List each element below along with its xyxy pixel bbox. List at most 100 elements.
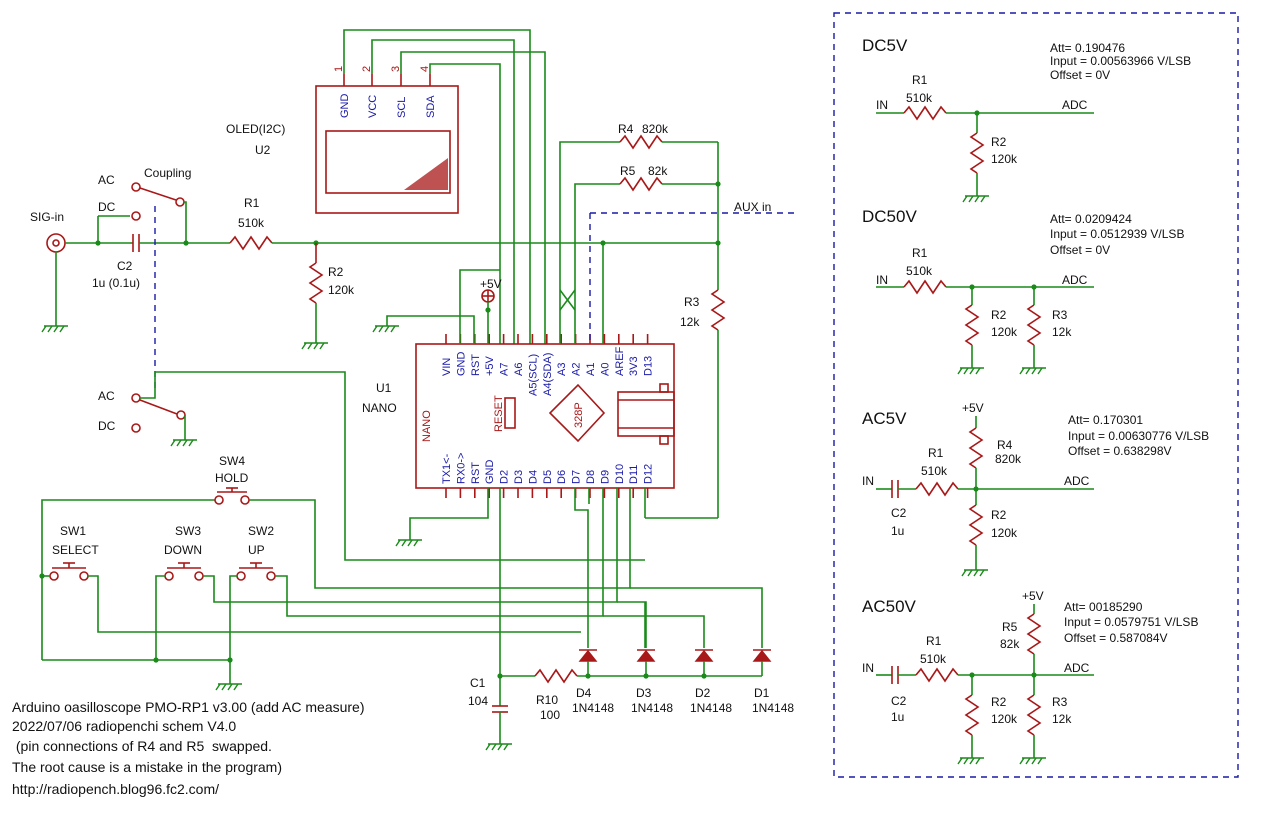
r1-ref: R1 [244, 196, 260, 210]
d1-ref: D1 [754, 686, 770, 700]
panel-dc50v-input: Input = 0.0512939 V/LSB [1050, 227, 1184, 241]
sw-dc-label: DC [98, 419, 116, 433]
sw-ac-label: AC [98, 389, 115, 403]
oled-pin-num-1: 1 [333, 66, 345, 72]
nano-top-pin-label: 3V3 [628, 356, 640, 376]
nano-ref: U1 [376, 381, 392, 395]
c2-ref: C2 [117, 259, 133, 273]
nano-bottom-pin-label: D6 [556, 470, 568, 484]
panel-ac50v-adc: ADC [1064, 661, 1090, 675]
nano-top-pin-label: RST [470, 354, 482, 376]
panel-dc50v-in: IN [876, 273, 888, 287]
note-line-2: 2022/07/06 radiopenchi schem V4.0 [12, 718, 236, 734]
panel-ac5v-r4-val: 820k [995, 452, 1022, 466]
panel-ac5v-r4: R4 [997, 438, 1013, 452]
panel-dc5v-r1: R1 [912, 73, 928, 87]
r4-label: R4 [618, 122, 634, 136]
sw3-ref: SW3 [175, 524, 201, 538]
panel-ac5v-title: AC5V [862, 409, 907, 428]
panel-dc50v-title: DC50V [862, 207, 917, 226]
panel-dc50v: DC50V Att= 0.0209424 Input = 0.0512939 V… [862, 207, 1184, 375]
panel-dc50v-adc: ADC [1062, 273, 1088, 287]
nano-top-pin-label: D13 [643, 356, 655, 376]
sw1-ref: SW1 [60, 524, 86, 538]
nano-side-label: NANO [421, 410, 433, 442]
panel-dc50v-r3-val: 12k [1052, 325, 1072, 339]
panel-dc5v-r1-val: 510k [906, 91, 933, 105]
r2-ref: R2 [328, 265, 344, 279]
panel-ac5v-r2-val: 120k [991, 526, 1018, 540]
coupling-dc-label: DC [98, 200, 116, 214]
sig-in-label: SIG-in [30, 210, 64, 224]
panel-ac50v-plus5v: +5V [1022, 589, 1044, 603]
nano-top-pin-label: A3 [556, 363, 568, 376]
nano-top-wiring: +5V R4 820k R5 82k R3 12k AUX in [372, 122, 795, 519]
note-line-3: (pin connections of R4 and R5 swapped. [12, 738, 272, 754]
nano-top-pin-label: A6 [513, 363, 525, 376]
nano-bottom-pin-label: RST [470, 462, 482, 484]
d1-value: 1N4148 [752, 701, 794, 715]
oled-pin-scl: SCL [396, 97, 408, 118]
nano-bottom-pin-label: D5 [542, 470, 554, 484]
sw1-name: SELECT [52, 543, 99, 557]
r3-value: 12k [680, 315, 700, 329]
nano-top-pin-label: A5(SCL) [527, 354, 539, 396]
nano-top-pin-label: GND [455, 352, 467, 377]
nano-top-pin-label: +5V [484, 355, 496, 376]
nano-bottom-pin-label: RX0-> [455, 453, 467, 485]
panel-ac50v-input: Input = 0.0579751 V/LSB [1064, 615, 1198, 629]
nano-top-pin-label: A4(SDA) [542, 353, 554, 396]
panel-ac50v: AC50V Att= 00185290 Input = 0.0579751 V/… [862, 589, 1198, 765]
oled-pin-sda: SDA [425, 95, 437, 118]
panel-dc5v-r2: R2 [991, 135, 1007, 149]
coupling-label: Coupling [144, 166, 191, 180]
range-panels: DC5V Att= 0.190476 Input = 0.00563966 V/… [833, 12, 1239, 778]
panel-ac5v-att: Att= 0.170301 [1068, 413, 1143, 427]
panel-ac5v-plus5v: +5V [962, 401, 984, 415]
r4-value: 820k [642, 122, 669, 136]
sw4-ref: SW4 [219, 454, 245, 468]
panel-ac5v-r1: R1 [928, 446, 944, 460]
panel-ac50v-r5: R5 [1002, 620, 1018, 634]
note-line-4: The root cause is a mistake in the progr… [12, 759, 282, 775]
panel-dc50v-r3: R3 [1052, 308, 1068, 322]
oled-pin-vcc: VCC [367, 95, 379, 118]
note-line-1: Arduino oasilloscope PMO-RP1 v3.00 (add … [12, 699, 365, 715]
nano-bottom-wiring: C1 104 R10 100 D4 1N4148 D3 1N4148 D2 1N… [395, 488, 794, 751]
r5-value: 82k [648, 164, 668, 178]
panel-ac5v-adc: ADC [1064, 474, 1090, 488]
panel-dc5v-title: DC5V [862, 36, 908, 55]
panel-dc50v-att: Att= 0.0209424 [1050, 212, 1132, 226]
r10-value: 100 [540, 708, 560, 722]
nano-bottom-pin-label: D7 [571, 470, 583, 484]
oled-pin-num-4: 4 [419, 66, 431, 72]
oled-pin-num-3: 3 [390, 66, 402, 72]
nano-bottom-pin-label: D9 [599, 470, 611, 484]
nano-bottom-pin-label: D3 [513, 470, 525, 484]
panel-ac50v-r3: R3 [1052, 695, 1068, 709]
sw2-name: UP [248, 543, 265, 557]
panel-ac50v-r2-val: 120k [991, 712, 1018, 726]
c1-value: 104 [468, 694, 488, 708]
c1-ref: C1 [470, 676, 486, 690]
nano-bottom-pin-label: D11 [628, 465, 640, 484]
panel-ac50v-att: Att= 00185290 [1064, 600, 1143, 614]
oled-pin-num-2: 2 [361, 66, 373, 72]
panel-ac50v-r1-val: 510k [920, 652, 947, 666]
aux-in-label: AUX in [734, 200, 771, 214]
nano-top-pin-label: VIN [441, 358, 453, 376]
oled-pin-gnd: GND [339, 94, 351, 119]
oled-wires [343, 29, 546, 344]
panel-dc50v-r2: R2 [991, 308, 1007, 322]
nano-bottom-pin-label: D8 [585, 470, 597, 484]
r3-label: R3 [684, 295, 700, 309]
panel-ac50v-c2-val: 1u [891, 710, 904, 724]
nano-bottom-pin-label: D10 [614, 464, 626, 484]
panel-dc5v-offset: Offset = 0V [1050, 68, 1110, 82]
coupling-ac-label: AC [98, 173, 115, 187]
nano-bottom-pin-label: GND [484, 460, 496, 485]
sw2-ref: SW2 [248, 524, 274, 538]
panel-ac50v-in: IN [862, 661, 874, 675]
